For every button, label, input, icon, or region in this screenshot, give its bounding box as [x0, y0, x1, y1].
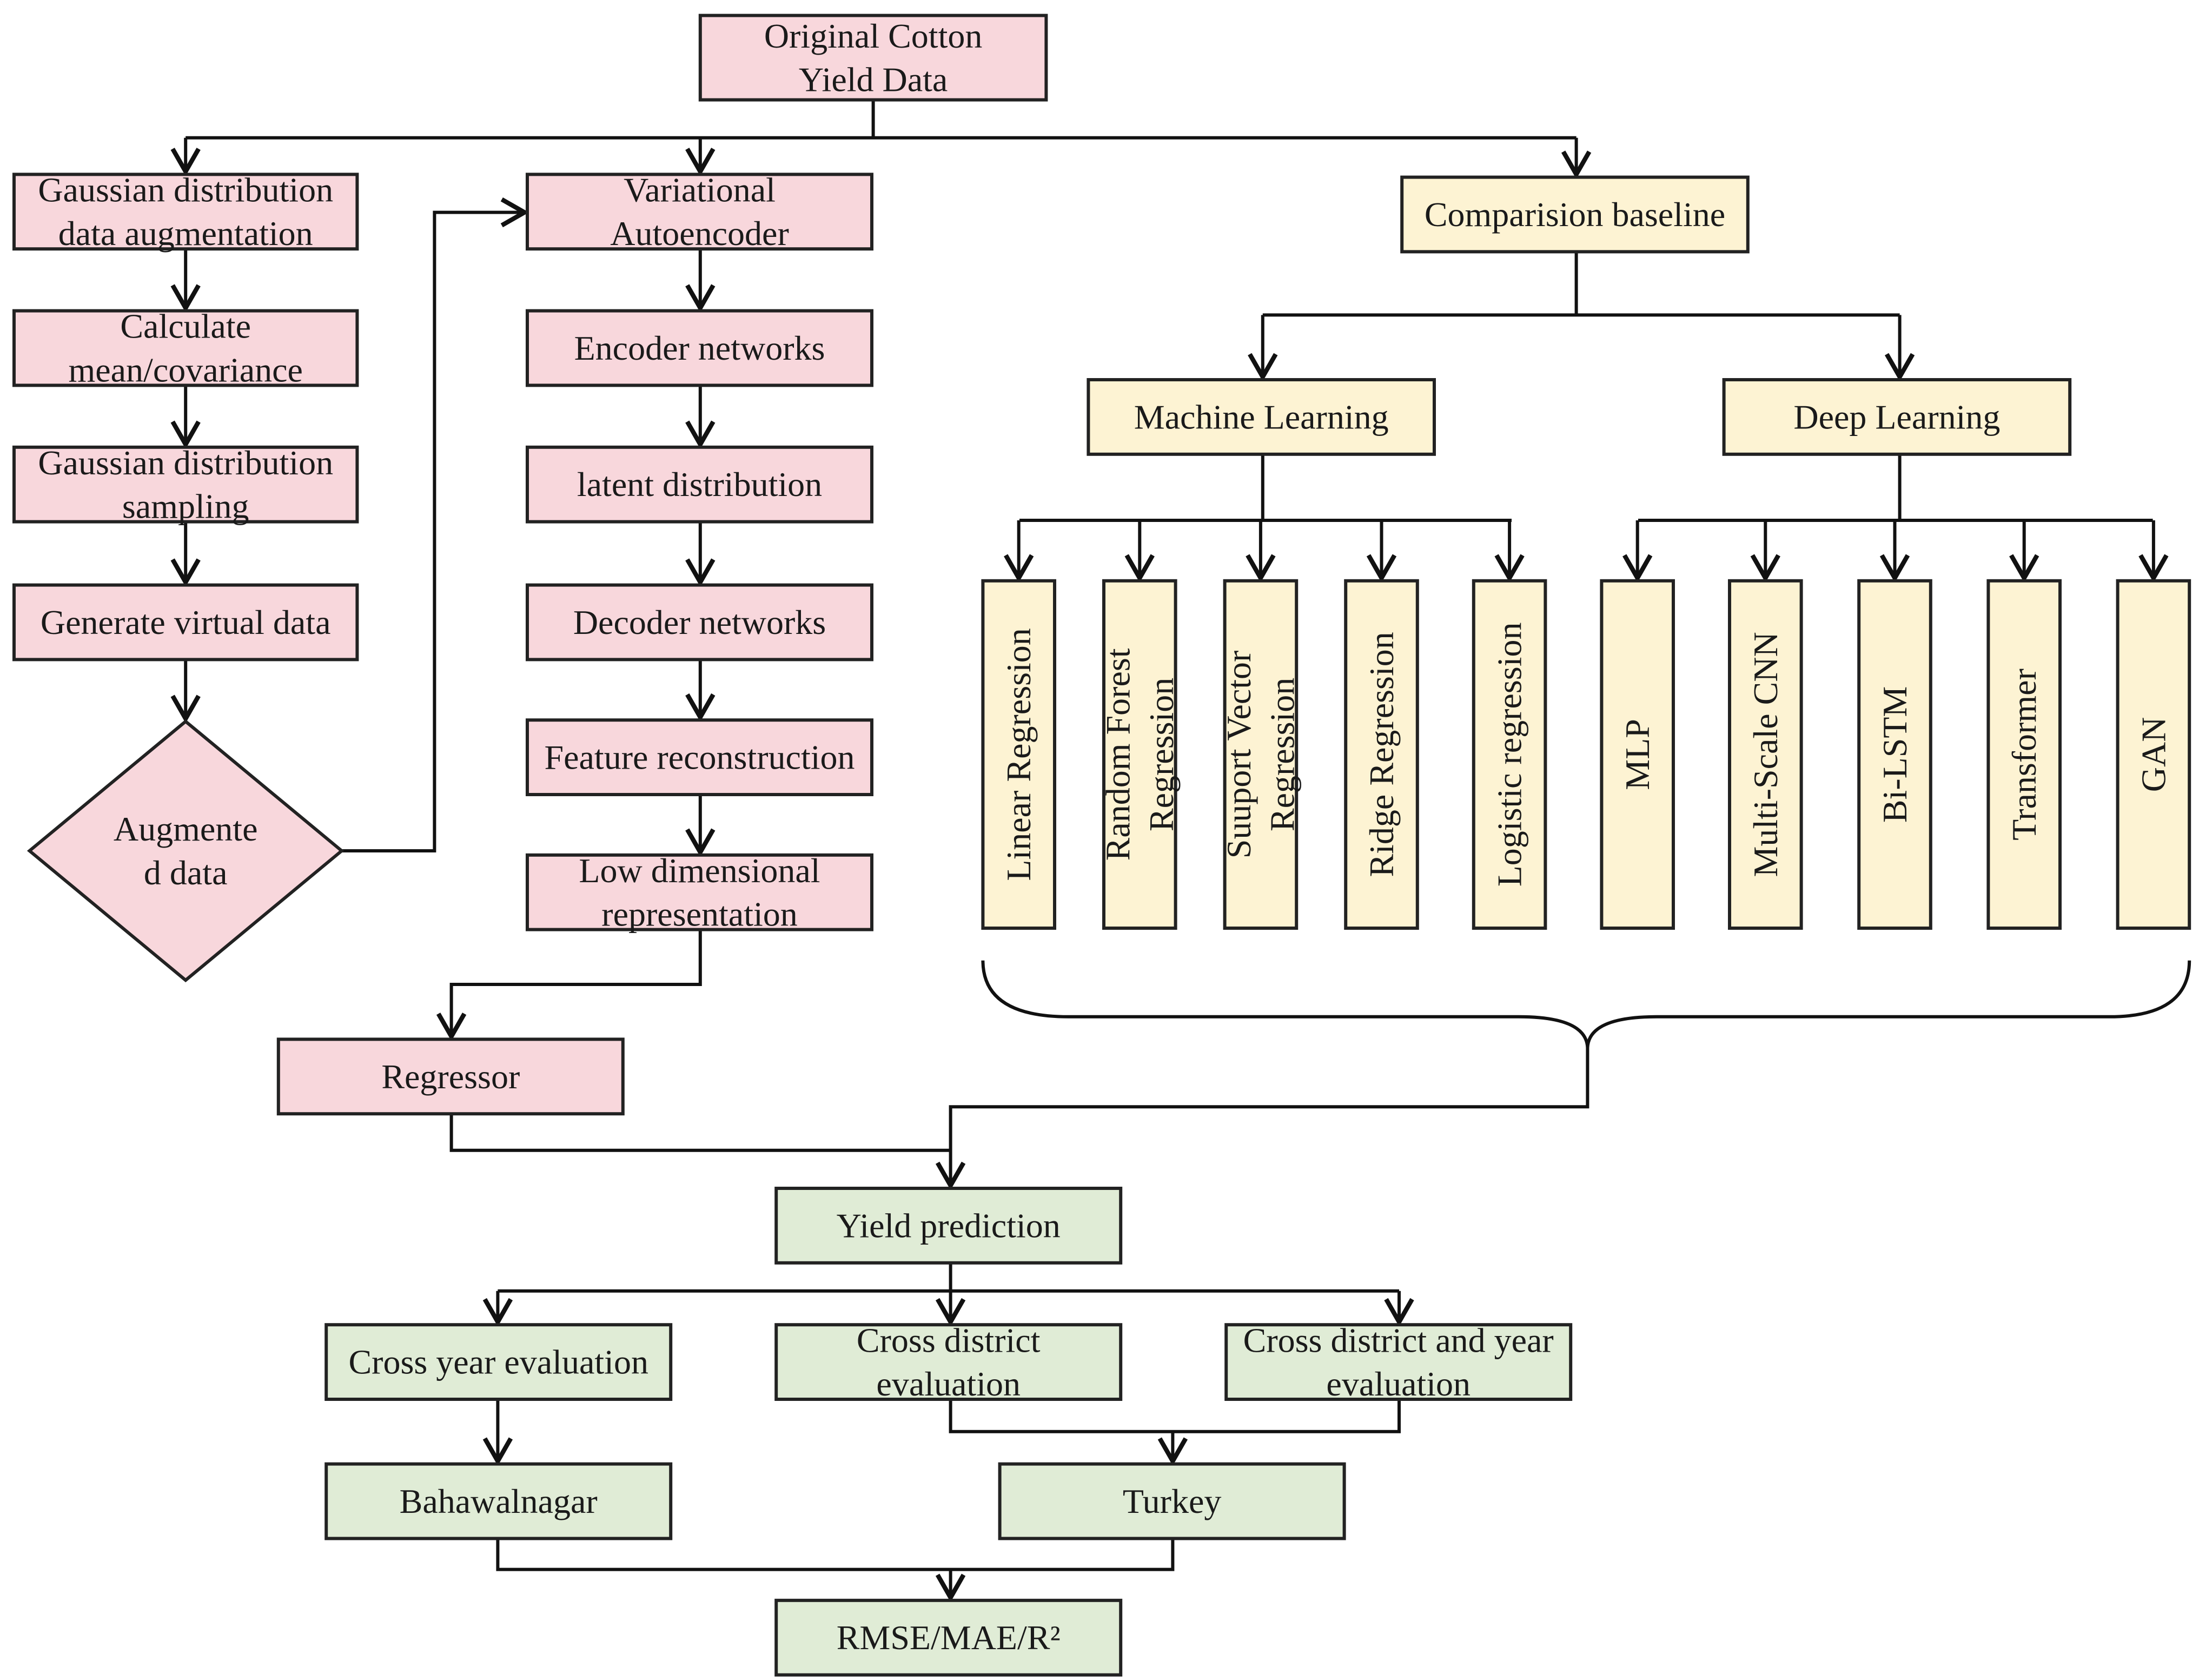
arrow-baseline-to-yield: [935, 1048, 1589, 1190]
cross-year-box: Cross year evaluation: [324, 1323, 673, 1401]
comparision-box: Comparision baseline: [1400, 175, 1750, 254]
turkey-box: Turkey: [998, 1462, 1346, 1540]
ml-model-5-box-label: Logistic regression: [1491, 623, 1529, 887]
decoder-label: Decoder networks: [573, 603, 826, 641]
augmented-label: Augmente: [114, 810, 258, 848]
dl-model-4-box-label: Transformer: [2005, 669, 2043, 841]
machine-learning-label: Machine Learning: [1134, 398, 1389, 436]
augmented-label: d data: [144, 854, 228, 892]
ml-model-3-box-label: Suuport Vector: [1220, 651, 1258, 859]
gauss-sampling-label: sampling: [122, 487, 249, 526]
cross-district-year-label: Cross district and year: [1243, 1321, 1554, 1359]
ml-model-4-box: Ridge Regression: [1344, 579, 1419, 930]
gauss-aug-label: data augmentation: [58, 214, 313, 253]
vae-label: Autoencoder: [610, 214, 789, 253]
cross-district-box: Cross district evaluation: [774, 1321, 1123, 1403]
original-label: Original Cotton: [764, 17, 983, 55]
ml-model-3-box-label: Regression: [1263, 678, 1302, 831]
gauss-aug-box: Gaussian distribution data augmentation: [12, 171, 359, 253]
regressor-box: Regressor: [276, 1037, 625, 1116]
feature-recon-box: Feature reconstruction: [526, 718, 873, 796]
dl-model-2-box: Multi-Scale CNN: [1728, 579, 1803, 930]
dl-model-2-box-label: Multi-Scale CNN: [1746, 632, 1785, 877]
gauss-sampling-box: Gaussian distribution sampling: [12, 444, 359, 526]
original-label: Yield Data: [799, 60, 948, 98]
connector-datasets-join: [496, 1538, 1175, 1571]
dl-model-5-box: GAN: [2116, 579, 2191, 930]
turkey-label: Turkey: [1123, 1482, 1222, 1520]
metrics-label: RMSE/MAE/R²: [837, 1618, 1061, 1657]
ml-model-5-box: Logistic regression: [1472, 579, 1547, 930]
ml-model-1-box: Linear Regression: [981, 579, 1057, 930]
dl-model-3-box: Bi-LSTM: [1857, 579, 1932, 930]
connector-lines: [170, 100, 2191, 1603]
dl-model-4-box: Transformer: [1986, 579, 2062, 930]
encoder-box: Encoder networks: [526, 309, 873, 387]
cross-district-label: Cross district: [857, 1321, 1041, 1359]
deep-learning-box: Deep Learning: [1722, 378, 2072, 456]
dl-model-3-box-label: Bi-LSTM: [1876, 686, 1914, 823]
metrics-box: RMSE/MAE/R²: [774, 1598, 1123, 1677]
calc-mean-label: Calculate: [120, 307, 251, 346]
bahawalnagar-label: Bahawalnagar: [400, 1482, 598, 1520]
latent-box: latent distribution: [526, 445, 873, 524]
augmented-data-diamond: Augmente d data: [27, 719, 345, 983]
gauss-aug-label: Gaussian distribution: [38, 171, 333, 209]
yield-prediction-label: Yield prediction: [837, 1206, 1061, 1245]
deep-learning-label: Deep Learning: [1793, 398, 2000, 436]
cross-district-year-label: evaluation: [1326, 1365, 1471, 1403]
regressor-label: Regressor: [381, 1057, 520, 1096]
connector-regressor-to-yield: [449, 1114, 951, 1152]
gauss-sampling-label: Gaussian distribution: [38, 444, 333, 482]
curly-brace: [981, 960, 2191, 1048]
dl-model-1-box-label: MLP: [1618, 719, 1657, 790]
ml-model-2-box-label: Random Forest: [1099, 648, 1137, 861]
cross-year-label: Cross year evaluation: [348, 1343, 648, 1381]
cross-district-label: evaluation: [876, 1365, 1021, 1403]
encoder-label: Encoder networks: [574, 329, 825, 367]
low-dim-label: representation: [601, 895, 798, 934]
arrow-augmented-to-vae: [341, 197, 529, 852]
decoder-box: Decoder networks: [526, 583, 873, 662]
low-dim-label: Low dimensional: [579, 851, 820, 890]
low-dim-box: Low dimensional representation: [526, 851, 873, 934]
machine-learning-box: Machine Learning: [1087, 378, 1436, 456]
generate-virtual-box: Generate virtual data: [12, 583, 359, 662]
latent-label: latent distribution: [577, 465, 822, 504]
feature-recon-label: Feature reconstruction: [545, 738, 855, 777]
comparision-label: Comparision baseline: [1425, 195, 1725, 234]
connector-cross-district-join: [949, 1399, 1401, 1433]
generate-virtual-label: Generate virtual data: [41, 603, 331, 641]
calc-mean-label: mean/covariance: [68, 350, 303, 389]
bahawalnagar-box: Bahawalnagar: [324, 1462, 673, 1540]
ml-model-4-box-label: Ridge Regression: [1362, 632, 1401, 877]
dl-model-5-box-label: GAN: [2134, 717, 2172, 792]
vae-label: Variational: [624, 171, 776, 209]
dl-model-1-box: MLP: [1600, 579, 1675, 930]
arrow-to-regressor: [436, 929, 702, 1041]
calc-mean-box: Calculate mean/covariance: [12, 307, 359, 389]
cross-district-year-box: Cross district and year evaluation: [1224, 1321, 1573, 1403]
ml-model-1-box-label: Linear Regression: [999, 628, 1038, 881]
yield-prediction-box: Yield prediction: [774, 1187, 1123, 1265]
ml-model-2-box-label: Regression: [1142, 678, 1181, 831]
